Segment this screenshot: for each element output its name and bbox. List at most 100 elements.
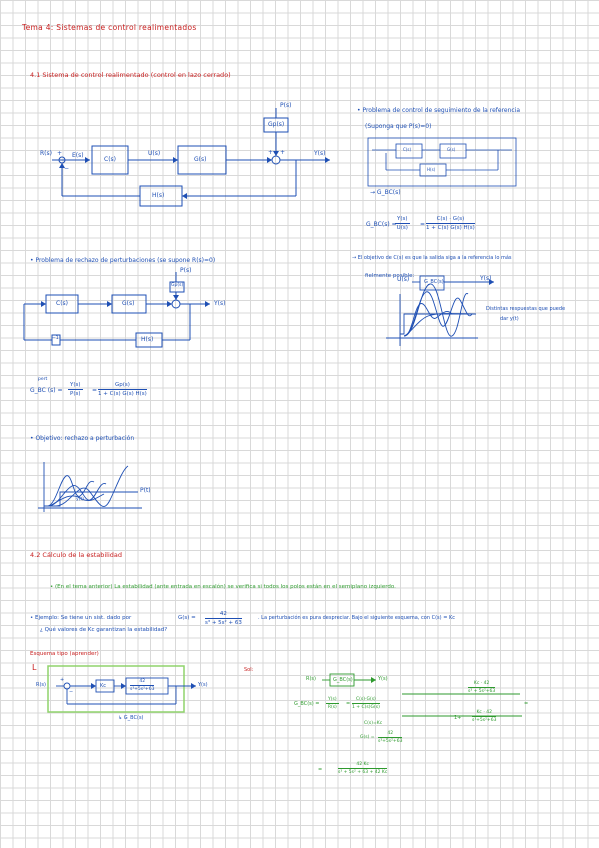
sol-eq-equals: =: [346, 701, 351, 707]
sol-g-num: 42: [378, 731, 403, 738]
sol-eq-num-2: C(s)·G(s): [352, 697, 380, 704]
sol-r-num-frac: Kc · 42 s³ + 5s²+63: [468, 681, 496, 694]
example-g-den: s³ + 5s² + 63: [205, 620, 242, 626]
sol-eq-den-2: 1 + C(s)G(s): [352, 705, 380, 710]
sol-g-frac: 42 s³+5s²+63: [378, 731, 403, 744]
page-title: Tema 4: Sistemas de control realimentado…: [22, 23, 197, 32]
dist-g-block: G(s): [122, 300, 135, 307]
sol-g-lhs: G(s) =: [360, 735, 375, 740]
sol-label: Sol:: [244, 667, 254, 673]
d1-minus: −: [64, 165, 70, 172]
sol-r-den-den: s³+5s²+63: [472, 718, 497, 723]
sol-eq-frac-2: C(s)·G(s) 1 + C(s)G(s): [352, 697, 380, 710]
scheme-title: Esquema tipo (aprender): [30, 651, 99, 657]
dist-c-block: C(s): [56, 300, 68, 307]
tracking-eq-den-1: U(s): [396, 225, 408, 231]
objective-u-label: U(s): [397, 276, 410, 283]
dist-objective: • Objetivo: rechazo a perturbación: [30, 435, 135, 442]
scheme-g-num: 42: [130, 679, 155, 686]
objective-note-2: dar y(t): [500, 316, 519, 322]
d1-gp-block: Gp(s): [268, 121, 285, 128]
dist-eq-equals: =: [92, 387, 98, 394]
dist-eq-lhs: G_BC (s) =: [30, 387, 63, 394]
scheme-arrow: L: [32, 663, 37, 672]
tracking-gbc-label: → G_BC(s): [370, 189, 401, 196]
d1-u-label: U(s): [148, 150, 161, 157]
sol-r-den-frac: Kc · 42 s³+5s²+63: [472, 710, 497, 723]
sol-gbc-block: G_BC(s): [333, 677, 353, 683]
tracking-eq-num-1: Y(s): [395, 216, 410, 224]
tracking-h-block: H(s): [427, 167, 436, 172]
sol-g-den: s³+5s²+63: [378, 739, 403, 744]
dist-y-label: Y(s): [214, 300, 226, 307]
d1-h-block: H(s): [152, 192, 165, 199]
scheme-gbc-label: ↳ G_BC(s): [118, 715, 144, 721]
objective-y-label: Y(s): [480, 275, 492, 282]
sol-final-den: s³ + 5s² + 63 + 42 Kc: [338, 770, 388, 775]
example-g-lhs: G(s) =: [178, 615, 196, 621]
scheme-g-den: s³+5s²+63: [130, 687, 155, 692]
sol-final-num: 42 Kc: [338, 762, 388, 769]
scheme-g-frac: 42 s³+5s²+63: [130, 679, 155, 692]
d1-plus-2: +: [268, 149, 274, 156]
sol-eq-num-1: Y(s): [326, 697, 339, 704]
d1-plus: +: [57, 150, 63, 157]
d1-c-block: C(s): [104, 156, 116, 163]
scheme-y-label: Y(s): [198, 682, 208, 688]
dist-h-block: H(s): [141, 336, 154, 343]
dist-eq-num-2: Gp(s): [98, 382, 147, 390]
dist-eq-frac-2: Gp(s) 1 + C(s) G(s) H(s): [98, 382, 147, 397]
tracking-eq-frac-1: Y(s) U(s): [395, 216, 410, 231]
dist-p-label: P(s): [180, 267, 192, 274]
sol-r-equals: =: [524, 701, 529, 707]
tracking-line-2: (Suponga que P(s)=0): [365, 123, 432, 130]
tracking-eq-frac-2: C(s) · G(s) 1 + C(s) G(s) H(s): [426, 216, 475, 231]
dist-plot-sub: y(t): [76, 497, 84, 502]
dist-eq-den-2: 1 + C(s) G(s) H(s): [98, 391, 147, 397]
sol-eq-frac-1: Y(s) R(s): [326, 697, 339, 710]
sol-r-mid: 1+: [454, 715, 462, 721]
objective-line-2: fielmente posible:: [365, 273, 415, 279]
scheme-plus: +: [60, 677, 65, 683]
dist-plot-label: P(t): [140, 487, 151, 494]
sol-final-frac: 42 Kc s³ + 5s² + 63 + 42 Kc: [338, 762, 388, 775]
sol-final-equals: =: [318, 767, 323, 773]
sol-eq-lhs: G_BC(s) =: [294, 701, 320, 707]
example-g-num: 42: [205, 611, 242, 619]
sol-y-label: Y(s): [378, 676, 388, 682]
example-g-frac: 42 s³ + 5s² + 63: [205, 611, 242, 626]
dist-gp-block: Gp(s): [171, 283, 184, 288]
tracking-c-block: C(s): [403, 147, 411, 152]
dist-eq-den-1: P(s): [70, 391, 81, 397]
example-line-1a: • Ejemplo: Se tiene un sist. dado por: [30, 615, 132, 621]
section-42-heading: 4.2 Cálculo de la estabilidad: [30, 551, 123, 559]
tracking-eq-num-2: C(s) · G(s): [426, 216, 475, 224]
dist-minus-block: −1: [52, 336, 59, 341]
tracking-g-block: G(s): [447, 147, 456, 152]
sol-c-def: C(s)=Kc: [364, 721, 383, 726]
stability-line: • (En el tema anterior) La estabilidad (…: [50, 584, 396, 590]
dist-eq-frac-1: Y(s) P(s): [68, 382, 83, 397]
sol-r-num-num: Kc · 42: [468, 681, 496, 688]
objective-gbc-block: G_BC(s): [424, 279, 444, 285]
dist-eq-sup: pert: [38, 377, 48, 382]
objective-line-1: → El objetivo de C(s) es que la salida s…: [352, 255, 512, 261]
scheme-minus: −: [69, 689, 74, 695]
disturbance-line-1: • Problema de rechazo de perturbaciones …: [30, 257, 216, 264]
d1-plus-3: +: [280, 149, 286, 156]
tracking-line-1: • Problema de control de seguimiento de …: [357, 107, 521, 114]
d1-r-label: R(s): [40, 150, 52, 157]
tracking-eq-equals: =: [420, 221, 426, 228]
section-41-heading: 4.1 Sistema de control realimentado (con…: [30, 71, 231, 79]
example-line-2: ¿ Qué valores de Kc garantizan la estabi…: [40, 627, 168, 633]
scheme-highlight-box: [47, 665, 185, 713]
objective-note-1: Distintas respuestas que puede: [486, 306, 566, 312]
sol-r-label: R(s): [306, 676, 316, 682]
d1-y-label: Y(s): [314, 150, 326, 157]
